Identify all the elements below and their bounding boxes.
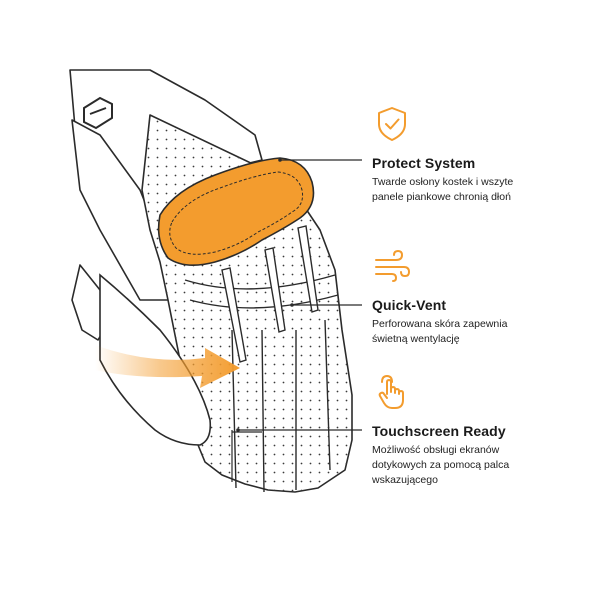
feature-title: Protect System	[372, 155, 476, 171]
feature-protect-system: Protect System Twarde osłony kostek i ws…	[372, 104, 592, 205]
airflow-arrow	[95, 345, 240, 388]
feature-description: Twarde osłony kostek i wszyte panele pia…	[372, 176, 514, 203]
touch-hand-icon	[378, 375, 404, 409]
feature-touchscreen-ready: Touchscreen Ready Możliwość obsługi ekra…	[372, 372, 592, 488]
wind-airflow-icon	[375, 249, 411, 282]
feature-title: Touchscreen Ready	[372, 423, 506, 439]
feature-quick-vent: Quick-Vent Perforowana skóra zapewnia św…	[372, 246, 592, 347]
feature-description: Możliwość obsługi ekranów dotykowych za …	[372, 444, 510, 486]
feature-description: Perforowana skóra zapewnia świetną wenty…	[372, 318, 508, 345]
brand-logo-icon	[83, 96, 113, 130]
feature-title: Quick-Vent	[372, 297, 447, 313]
shield-check-icon	[378, 107, 406, 141]
leader-lines	[236, 158, 362, 432]
knuckle-protector	[157, 157, 315, 266]
